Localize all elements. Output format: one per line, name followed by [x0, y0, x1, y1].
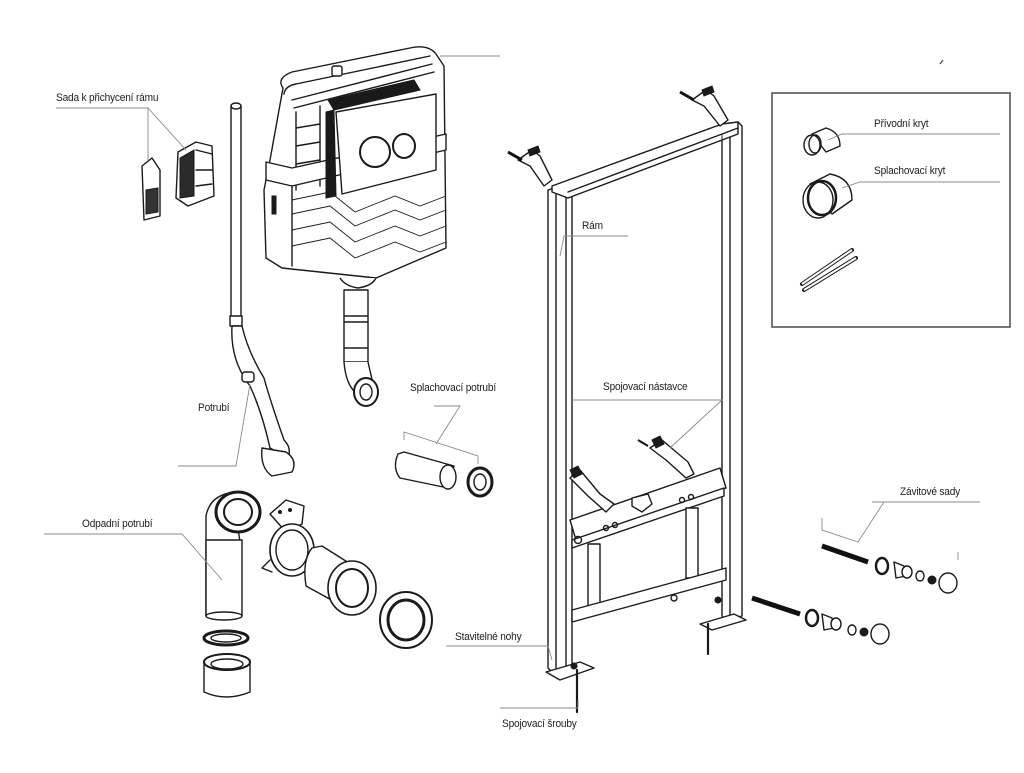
threaded-rod-sets: [751, 543, 958, 645]
accessory-inset-box: [771, 92, 1011, 328]
inlet-cover-cap: [803, 127, 841, 156]
flush-cover-cap: [802, 173, 853, 219]
label-flush-cover: Splachovací kryt: [874, 165, 946, 177]
stray-mark: [939, 59, 944, 65]
label-frame-mount-kit: Sada k přichycení rámu: [56, 92, 159, 104]
flush-pipe-with-seal: [394, 451, 494, 498]
flush-plate-dual-button: [325, 79, 437, 199]
label-adjustable-legs: Stavitelné nohy: [455, 631, 522, 643]
adjustable-legs: [545, 596, 747, 681]
waste-pipe-socket: [203, 653, 251, 698]
waste-connector: [304, 545, 377, 616]
label-waste-pipe: Odpadní potrubí: [82, 518, 153, 530]
leader-lines: [44, 55, 1000, 709]
label-threaded-sets: Závitové sady: [900, 486, 961, 498]
label-connecting-brackets: Spojovací nástavce: [603, 381, 688, 393]
label-flush-pipe: Splachovací potrubí: [410, 382, 496, 394]
wall-anchors: [507, 85, 729, 187]
label-inlet-cover: Přívodní kryt: [874, 118, 929, 130]
label-frame: Rám: [582, 220, 603, 232]
frame-connecting-brackets: [569, 435, 695, 513]
inlet-pipe: [229, 102, 295, 477]
steel-frame: [547, 121, 743, 673]
label-pipe: Potrubí: [198, 402, 230, 414]
flush-pipe-elbow: [339, 277, 379, 407]
frame-mount-clips: [141, 141, 215, 221]
spare-rods: [800, 248, 858, 292]
label-connecting-screws: Spojovací šrouby: [502, 718, 577, 730]
waste-seal: [379, 591, 433, 649]
waste-pipe-elbow: [205, 490, 262, 621]
connecting-screws: [575, 622, 710, 714]
waste-pipe-seal-ring: [202, 629, 250, 647]
